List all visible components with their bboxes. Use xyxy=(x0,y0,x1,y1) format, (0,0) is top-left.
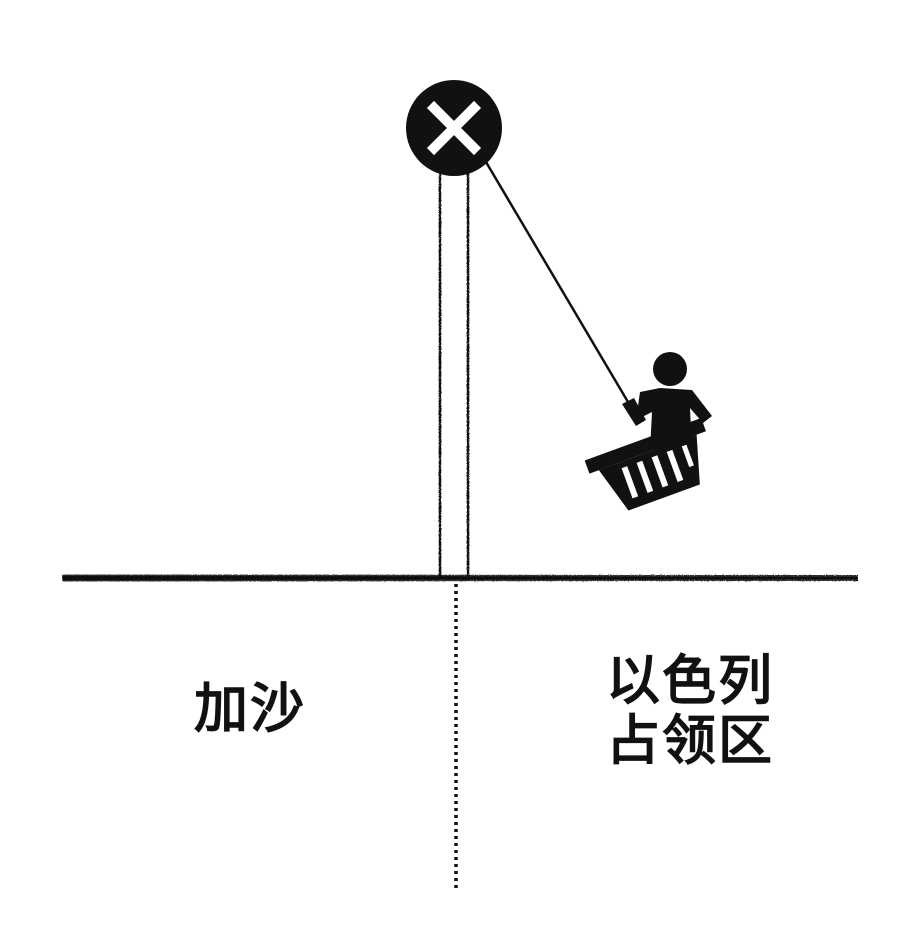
gaza-label: 加沙 xyxy=(194,677,306,740)
israel-label-line1: 以色列 xyxy=(606,649,774,712)
person-with-basket-icon xyxy=(584,352,712,511)
x-circle-icon xyxy=(406,80,502,176)
rope-line xyxy=(484,161,630,403)
israel-label-line2: 占领区 xyxy=(606,709,774,772)
fence-post xyxy=(438,172,470,580)
